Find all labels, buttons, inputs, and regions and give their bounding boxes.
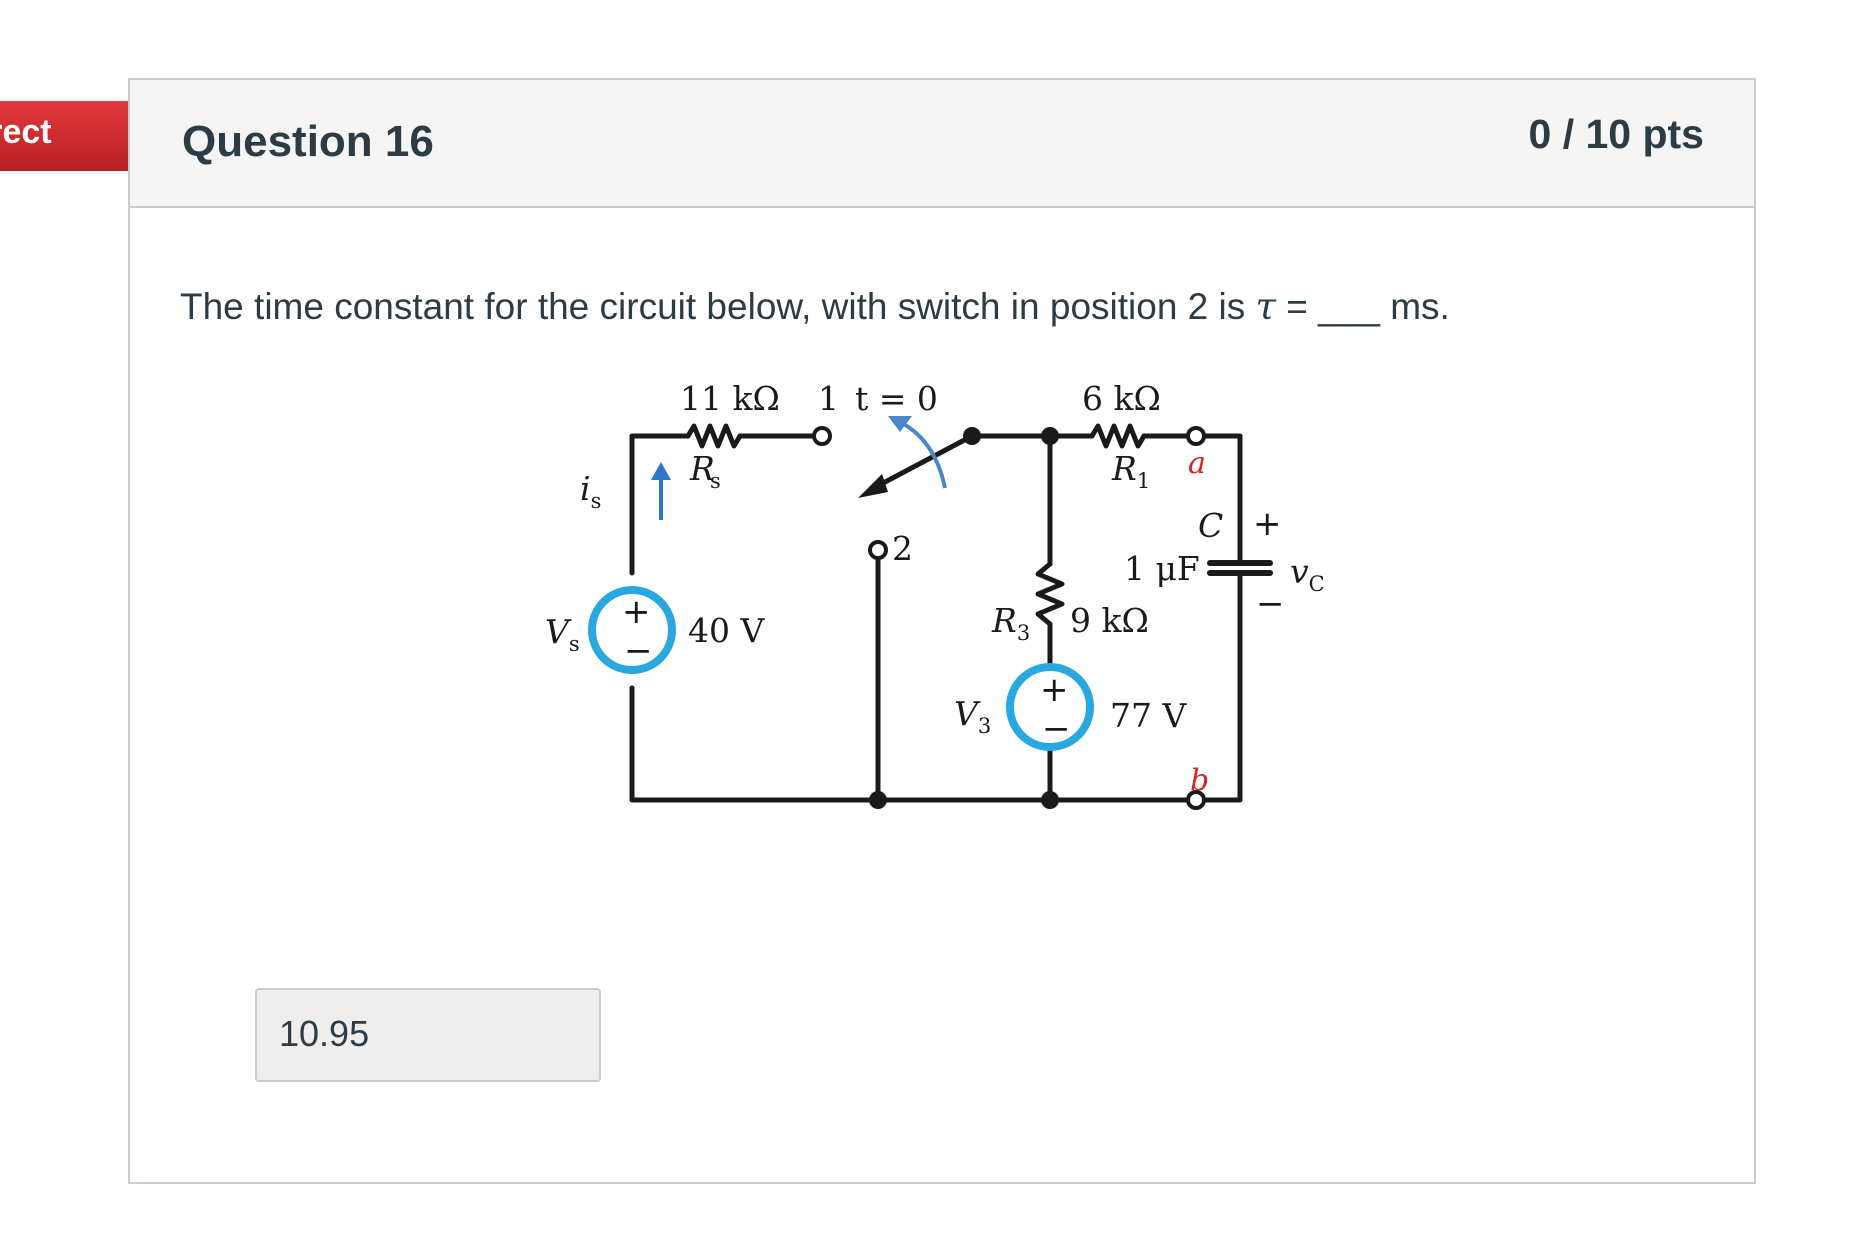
- incorrect-badge: rrect: [0, 101, 166, 171]
- rs-symbol-label: R: [689, 449, 715, 488]
- wire-left-top: [629, 433, 691, 576]
- capacitor-minus: −: [1256, 584, 1285, 624]
- top-middle-junction: [1041, 427, 1059, 445]
- question-text: The time constant for the circuit below,…: [180, 288, 1450, 325]
- r1-value-label: 6 kΩ: [1082, 379, 1161, 418]
- bottom-left-junction: [869, 791, 887, 809]
- r3-resistor: [1035, 561, 1065, 627]
- switch-pos1-label: 1: [818, 379, 839, 418]
- switch-motion-arrow: [899, 420, 947, 489]
- question-title: Question 16: [182, 117, 434, 166]
- badge-label: rrect: [0, 113, 52, 151]
- wire-bottom: [629, 685, 1193, 803]
- switch-blade: [867, 433, 975, 493]
- rs-resistor: [685, 423, 743, 449]
- vs-plus: +: [622, 592, 651, 632]
- capacitor-value-label: 1 μF: [1124, 549, 1200, 588]
- rs-subscript: s: [710, 469, 721, 493]
- question-points: 0 / 10 pts: [1528, 111, 1704, 157]
- v3-value-label: 77 V: [1110, 696, 1187, 735]
- v3-minus: −: [1042, 709, 1071, 749]
- capacitor-label: C: [1198, 506, 1223, 545]
- r1-terminal-node-a: [1186, 426, 1206, 446]
- v3-plus: +: [1040, 670, 1069, 710]
- vs-value-label: 40 V: [688, 611, 765, 650]
- r1-resistor: [1089, 423, 1147, 449]
- vs-label: Vs: [545, 612, 580, 656]
- switch-time-label: t = 0: [855, 379, 938, 418]
- question-text-after: = ___ ms.: [1276, 286, 1450, 327]
- answer-field[interactable]: 10.95: [255, 988, 601, 1082]
- wire-right-side: [1187, 433, 1243, 566]
- switch-blade-arrowhead: [858, 474, 888, 498]
- node-a-label: a: [1188, 446, 1206, 481]
- circuit-diagram: 11 kΩ R 1 t = 0 2 6 kΩ R1 a b is Vs + − …: [545, 379, 1325, 810]
- capacitor-plus: +: [1253, 504, 1282, 544]
- question-header: Question 16 0 / 10 pts: [130, 80, 1754, 208]
- r3-label: R3: [991, 601, 1030, 645]
- answer-value: 10.95: [279, 1013, 370, 1054]
- vs-source: [588, 586, 676, 674]
- question-text-before: The time constant for the circuit below,…: [180, 286, 1256, 327]
- switch-pivot-junction: [963, 427, 981, 445]
- rs-terminal-node: [812, 426, 832, 446]
- v3-source: [1006, 663, 1094, 751]
- bottom-terminal-node-b: [1186, 790, 1206, 810]
- r3-value-label: 9 kΩ: [1070, 601, 1149, 640]
- is-label: is: [580, 469, 601, 513]
- switch-pos2-node: [868, 540, 888, 560]
- vc-label: vC: [1290, 552, 1325, 596]
- switch-pos2-label: 2: [892, 529, 913, 568]
- bottom-middle-junction: [1041, 791, 1059, 809]
- node-b-label: b: [1190, 763, 1209, 798]
- switch-motion-arrowhead: [888, 416, 912, 432]
- tau-symbol: τ: [1255, 285, 1277, 328]
- is-arrowhead: [651, 462, 671, 480]
- vs-minus: −: [624, 631, 653, 671]
- r1-symbol-label: R1: [1111, 449, 1150, 493]
- wire-right-lower: [1187, 570, 1243, 803]
- v3-label: V3: [954, 694, 991, 738]
- rs-value-label: 11 kΩ: [680, 379, 780, 418]
